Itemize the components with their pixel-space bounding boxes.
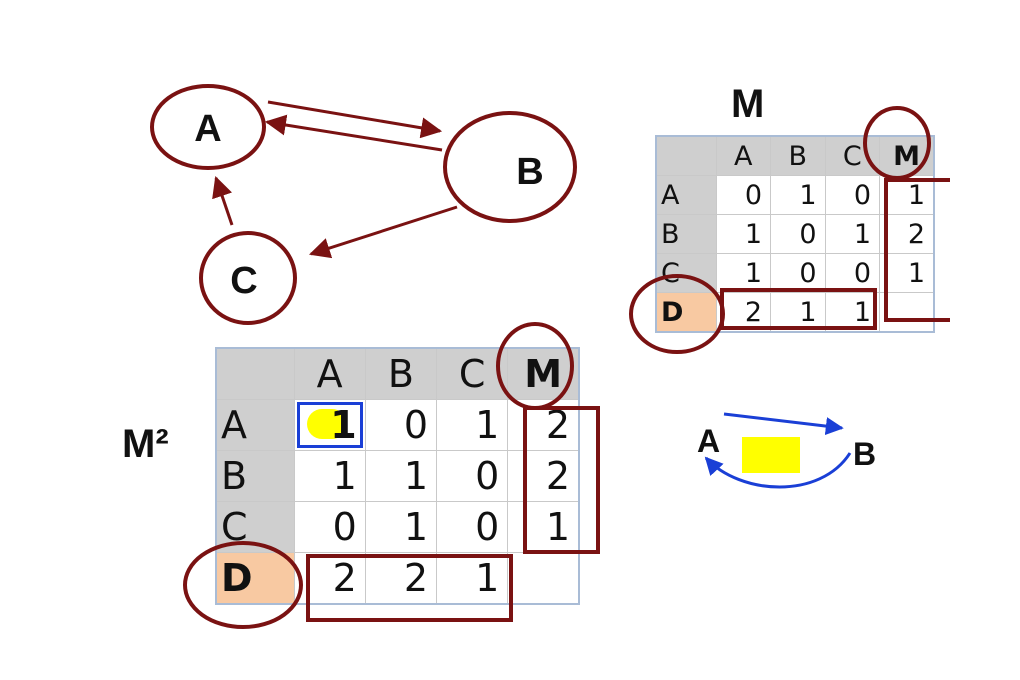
blue-selection-box [296, 402, 363, 448]
edge-b-to-a [264, 114, 443, 152]
matrix-m2-row-label: B [215, 450, 295, 502]
edge-c-to-a [212, 176, 234, 226]
yellow-highlight [306, 409, 347, 439]
edge-a-to-b [267, 100, 443, 139]
loop-yellow-box [742, 437, 800, 473]
edge-b-to-c [309, 205, 458, 259]
matrix-m-title: M [731, 82, 765, 126]
matrix-m2-col-a: A [293, 347, 366, 400]
matrix-m-row-label: A [655, 175, 717, 215]
loop-arrow-b-to-a [704, 452, 852, 489]
matrix-m-cell: 1 [770, 175, 826, 215]
matrix-m2-corner [215, 347, 295, 400]
matrix-m-col-a: A [715, 135, 771, 176]
node-a-circle [150, 84, 266, 170]
matrix-m2-cell: 0 [435, 501, 509, 553]
node-b-label: B [516, 151, 543, 193]
matrix-m-cell: 0 [824, 253, 880, 293]
matrix-m-cell: 0 [770, 214, 826, 254]
matrix-m2-title: M² [122, 422, 169, 466]
matrix-m-row-label: B [655, 214, 717, 254]
matrix-m2-cell: 1 [330, 403, 357, 447]
node-c-circle [199, 231, 297, 325]
matrix-m-cell: 1 [824, 214, 880, 254]
matrix-m2-cell: 1 [364, 501, 438, 553]
matrix-m-corner [655, 135, 717, 176]
node-b-circle [443, 111, 577, 223]
directed-graph: A B C [150, 84, 577, 325]
matrix-m2-d-m-cell [507, 552, 580, 605]
loop-arrow-a-to-b [723, 412, 844, 436]
matrix-m-col-b: B [770, 135, 826, 176]
matrix-m-cell: 0 [715, 175, 771, 215]
matrix-m2-col-b: B [364, 347, 438, 400]
loop-label-a: A [697, 423, 720, 459]
loop-label-b: B [853, 436, 876, 472]
matrix-m2-highlighted-cell: 1 [293, 399, 366, 451]
node-a-label: A [194, 108, 221, 150]
node-c-label: C [230, 260, 257, 302]
matrix-m2-cell: 0 [293, 501, 366, 553]
